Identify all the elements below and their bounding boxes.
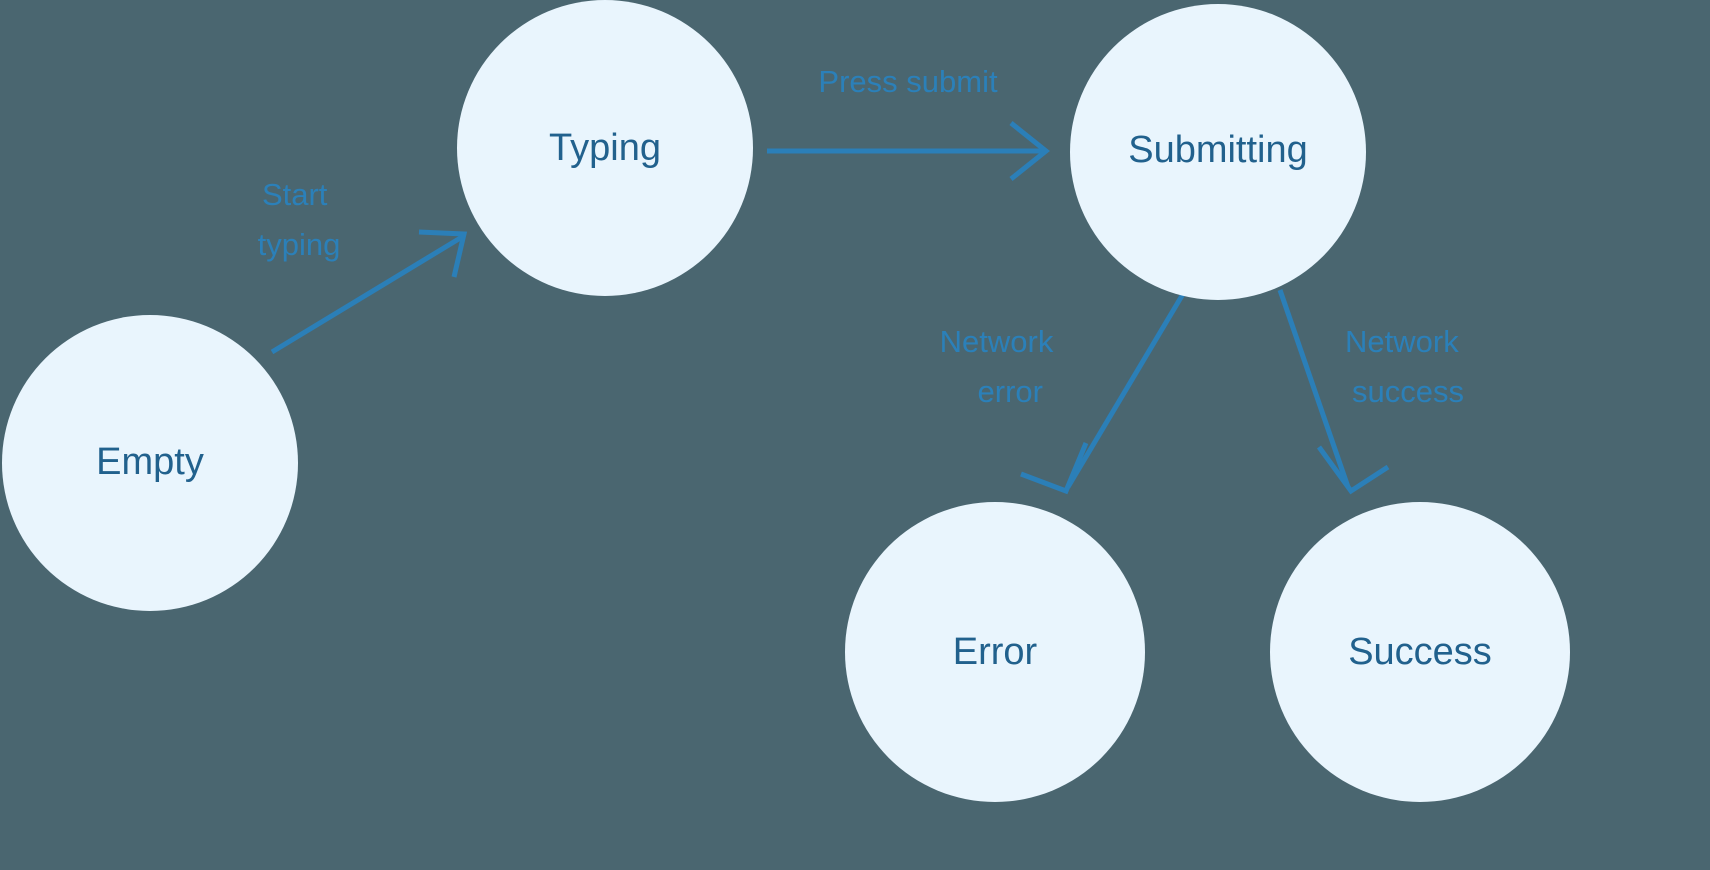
state-node-success-label: Success [1348, 631, 1492, 673]
state-node-submitting-circle[interactable] [1070, 4, 1366, 300]
edge-label-line: error [978, 374, 1043, 409]
edge-empty-to-typing [270, 229, 468, 355]
edge-label-line: Press submit [818, 64, 998, 99]
edge-label-submitting-to-error: Network error [940, 324, 1062, 409]
state-node-error-label: Error [953, 631, 1038, 673]
state-node-typing-circle[interactable] [457, 0, 753, 296]
edge-label-line: typing [258, 227, 341, 262]
state-node-empty-circle[interactable] [2, 315, 298, 611]
state-node-submitting[interactable]: Submitting [1070, 4, 1366, 300]
state-node-typing-label: Typing [549, 127, 661, 169]
edge-submitting-to-error-line [1065, 292, 1186, 489]
edge-submitting-to-success [1277, 289, 1390, 495]
state-node-error[interactable]: Error [845, 502, 1145, 802]
edge-label-line: Start [262, 177, 328, 212]
edge-typing-to-submitting [767, 121, 1051, 181]
edge-submitting-to-success-arrowhead [1316, 445, 1390, 495]
state-node-success-circle[interactable] [1270, 502, 1570, 802]
edge-label-line: Network [940, 324, 1054, 359]
state-node-empty[interactable]: Empty [2, 315, 298, 611]
state-node-submitting-label: Submitting [1128, 129, 1308, 171]
edge-label-submitting-to-success: Network success [1345, 324, 1467, 409]
edge-submitting-to-error [1020, 292, 1186, 495]
edge-typing-to-submitting-arrowhead [1009, 121, 1051, 181]
edge-empty-to-typing-line [270, 234, 464, 355]
edge-label-typing-to-submitting: Press submit [818, 64, 998, 99]
state-node-success[interactable]: Success [1270, 502, 1570, 802]
edge-submitting-to-success-line [1277, 289, 1351, 488]
state-node-typing[interactable]: Typing [457, 0, 753, 296]
edge-label-empty-to-typing: Start typing [258, 177, 341, 262]
edge-submitting-to-error-arrowhead [1020, 442, 1089, 495]
state-node-empty-label: Empty [96, 441, 204, 483]
edge-empty-to-typing-arrowhead [418, 229, 468, 278]
edge-label-line: success [1352, 374, 1464, 409]
state-node-error-circle[interactable] [845, 502, 1145, 802]
edge-label-line: Network [1345, 324, 1459, 359]
